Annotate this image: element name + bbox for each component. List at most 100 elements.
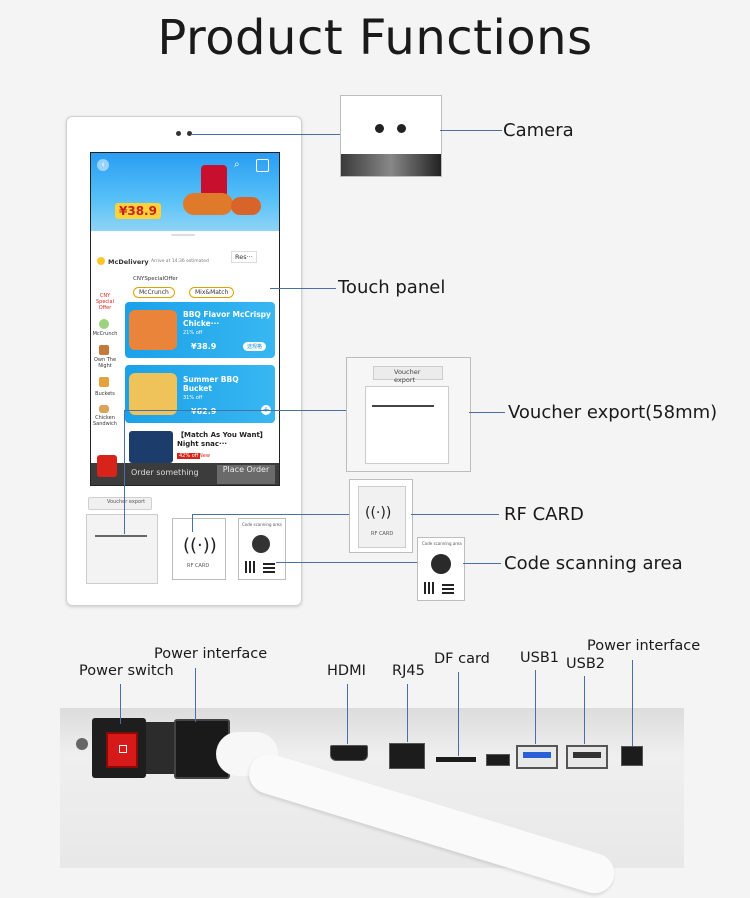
rj45-port[interactable] xyxy=(389,743,425,769)
usb2-line xyxy=(584,676,585,744)
card-3-discount: 42% off xyxy=(177,453,201,459)
banner-price: ¥38.9 xyxy=(115,203,161,219)
scan-label-line xyxy=(463,563,501,564)
code-scanner[interactable]: Code scanning area xyxy=(238,518,286,580)
sheet-handle[interactable] xyxy=(171,234,195,236)
rf-leader-line xyxy=(192,514,349,515)
card-2-food-image xyxy=(129,373,177,415)
voucher-label-line xyxy=(469,412,505,413)
scan-zoom-barcode-icon xyxy=(424,582,436,594)
mccrunch-icon xyxy=(99,319,109,329)
camera-lens-right xyxy=(187,131,192,136)
card-1-select-button[interactable]: 选规格 xyxy=(243,342,267,351)
nfc-icon: ((·)) xyxy=(183,535,217,556)
rj45-line xyxy=(407,684,408,742)
power-switch-line xyxy=(120,684,121,724)
camera-lens-zoom-left xyxy=(375,124,384,133)
section-heading: CNYSpecialOffer xyxy=(133,276,178,282)
df-card-line xyxy=(458,672,459,756)
place-order-button[interactable]: Place Order xyxy=(217,465,275,484)
sidebar-item-cny[interactable]: CNY Special Offer xyxy=(95,293,114,311)
card-1-title: BBQ Flavor McCrispy Chicke··· xyxy=(183,310,271,328)
rf-card-label: RF CARD xyxy=(504,504,584,525)
chip-mixmatch[interactable]: Mix&Match xyxy=(189,287,235,298)
power-interface-left-line xyxy=(195,668,196,722)
cart-bag-icon[interactable] xyxy=(97,455,117,477)
rf-leader-vline xyxy=(192,514,193,532)
restaurant-badge[interactable]: Res··· xyxy=(231,251,257,263)
scan-zoom-image: Code scanning area xyxy=(417,537,465,601)
order-bar: Order something Place Order xyxy=(91,455,279,485)
receipt-printer xyxy=(86,514,158,584)
menu-card-1[interactable]: BBQ Flavor McCrispy Chicke··· 21% off ¥3… xyxy=(125,302,275,358)
usb1-label: USB1 xyxy=(520,650,559,666)
scanner-lens-icon xyxy=(252,535,270,553)
card-2-price: ¥62.9 xyxy=(191,407,217,416)
rf-zoom-text: RF CARD xyxy=(371,531,394,537)
power-interface-right-label: Power interface xyxy=(587,638,701,654)
sidebar-item-buckets[interactable]: Buckets xyxy=(95,391,115,397)
card-3-title: 【Match As You Want】Night snac··· xyxy=(177,431,267,448)
rf-card-text: RF CARD xyxy=(187,563,210,569)
dc-power-interface[interactable] xyxy=(621,746,643,766)
camera-lens-zoom-right xyxy=(397,124,406,133)
mcdonalds-logo-icon xyxy=(97,257,105,265)
df-card-label: DF card xyxy=(434,651,490,667)
touch-panel-label: Touch panel xyxy=(338,277,446,298)
camera-label-line xyxy=(440,130,502,131)
camera-lens-left xyxy=(176,131,181,136)
mini-port[interactable] xyxy=(486,754,510,766)
back-icon[interactable]: ‹ xyxy=(97,159,109,171)
card-2-title: Summer BBQ Bucket xyxy=(183,375,239,393)
menu-card-3[interactable]: 【Match As You Want】Night snac··· 42% off… xyxy=(125,429,275,469)
usb1-line xyxy=(535,670,536,744)
scan-zoom-qrcode-icon xyxy=(442,582,454,594)
voucher-tag-text: Voucher export xyxy=(107,499,146,505)
df-card-slot[interactable] xyxy=(436,757,476,762)
hdmi-port[interactable] xyxy=(330,745,368,761)
voucher-zoom-image: Voucher export xyxy=(346,357,471,472)
voucher-leader-line xyxy=(124,410,346,411)
rf-label-line xyxy=(411,514,499,515)
power-switch-mark xyxy=(119,745,127,753)
rj45-label: RJ45 xyxy=(392,663,425,679)
card-3-food-image xyxy=(129,431,173,463)
voucher-zoom-tag: Voucher export xyxy=(373,366,443,384)
search-icon[interactable]: ⌕ xyxy=(234,159,240,170)
power-switch-housing xyxy=(92,718,146,778)
share-icon[interactable] xyxy=(256,159,269,172)
scan-leader-line xyxy=(276,562,417,563)
usb1-tongue xyxy=(523,752,551,758)
camera-leader-line xyxy=(192,134,340,135)
sidebar-item-night[interactable]: Own The Night xyxy=(93,357,117,369)
rf-card-reader[interactable]: ((·)) RF CARD xyxy=(172,518,226,580)
camera-label: Camera xyxy=(503,120,574,141)
chip-mccrunch[interactable]: McCrunch xyxy=(133,287,175,298)
camera-zoom-image xyxy=(340,95,442,177)
order-prompt: Order something xyxy=(131,468,199,477)
card-1-price: ¥38.9 xyxy=(191,342,217,351)
sandwich-icon xyxy=(99,405,109,413)
voucher-export-tag: Voucher export xyxy=(88,497,152,510)
card-1-food-image xyxy=(129,310,177,350)
voucher-zoom-slot xyxy=(372,405,434,407)
usb1-port[interactable] xyxy=(516,745,558,769)
brand-eta: Arrive at 14:36 estimated xyxy=(151,259,209,264)
usb2-tongue xyxy=(573,752,601,758)
card-1-discount: 21% off xyxy=(183,330,203,336)
rf-zoom-image: ((·)) RF CARD xyxy=(349,479,413,553)
rf-zoom-card: ((·)) RF CARD xyxy=(358,486,406,548)
barcode-icon xyxy=(245,561,257,573)
card-3-new-badge: New xyxy=(199,453,210,459)
hdmi-line xyxy=(347,684,348,744)
power-switch-label: Power switch xyxy=(79,663,174,679)
touch-screen[interactable]: ‹ ⌕ ¥38.9 McDelivery Arrive at 14:36 est… xyxy=(90,152,280,486)
scan-zoom-label: Code scanning area xyxy=(422,541,462,546)
power-switch-rocker[interactable] xyxy=(106,732,138,768)
sidebar-item-mccrunch[interactable]: McCrunch xyxy=(92,331,118,337)
menu-card-2[interactable]: Summer BBQ Bucket 31% off ¥62.9 + xyxy=(125,365,275,423)
usb2-label: USB2 xyxy=(566,656,605,672)
scanner-label: Code scanning area xyxy=(242,522,282,527)
usb2-port[interactable] xyxy=(566,745,608,769)
sidebar-item-sandwich[interactable]: Chicken Sandwich xyxy=(93,415,117,427)
